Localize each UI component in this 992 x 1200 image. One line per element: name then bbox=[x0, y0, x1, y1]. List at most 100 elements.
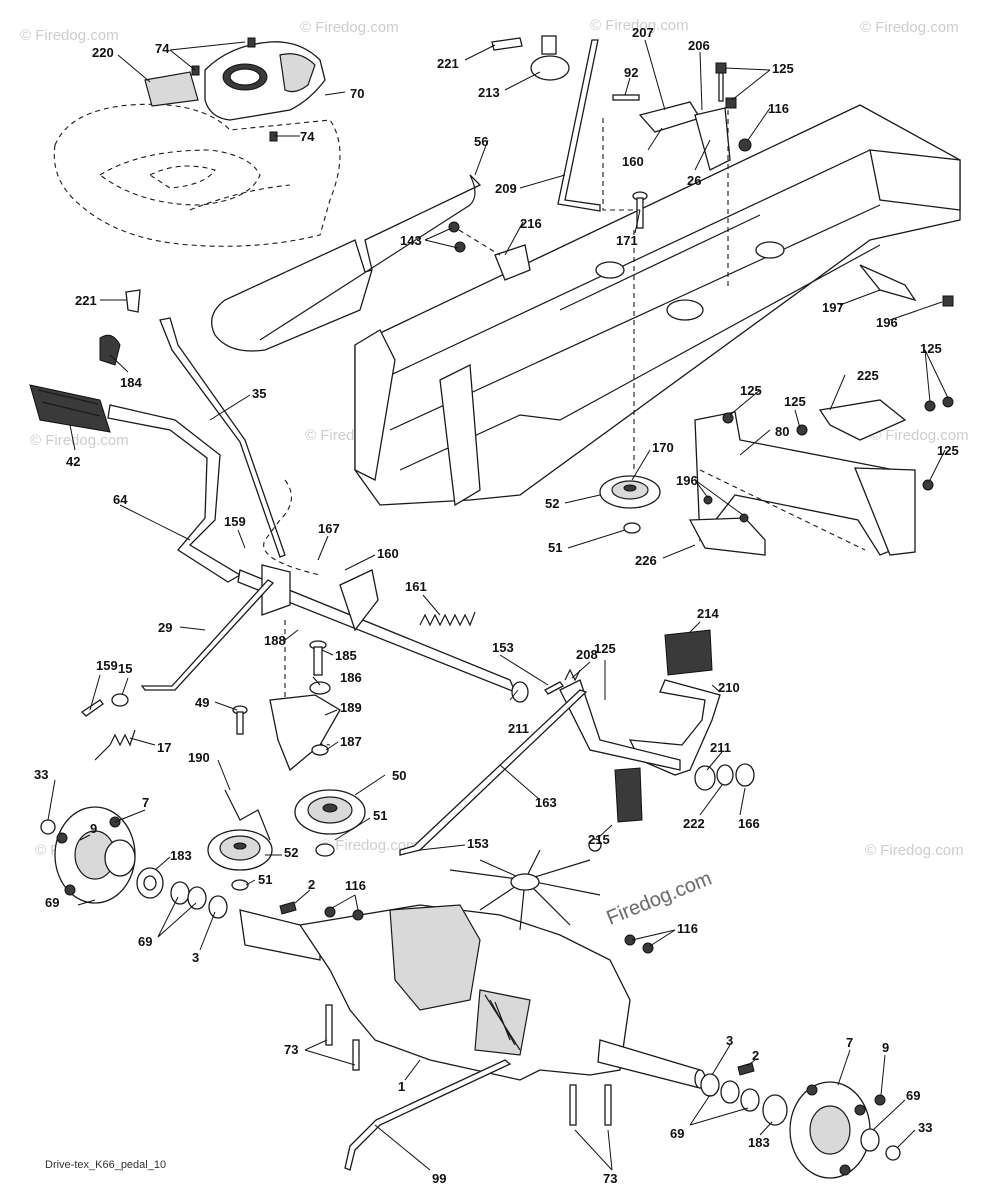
callout-125: 125 bbox=[772, 61, 794, 76]
callout-220: 220 bbox=[92, 45, 114, 60]
callout-209: 209 bbox=[495, 181, 517, 196]
callout-64: 64 bbox=[113, 492, 128, 507]
callout-166: 166 bbox=[738, 816, 760, 831]
plate-225 bbox=[818, 399, 907, 441]
callout-125: 125 bbox=[784, 394, 806, 409]
callout-9: 9 bbox=[90, 821, 97, 836]
callout-50: 50 bbox=[392, 768, 406, 783]
callout-35: 35 bbox=[252, 386, 266, 401]
callout-207: 207 bbox=[632, 25, 654, 40]
lock-215 bbox=[588, 767, 643, 852]
callout-74: 74 bbox=[300, 129, 315, 144]
pulley-50 bbox=[294, 789, 366, 857]
callout-7: 7 bbox=[142, 795, 149, 810]
washer-187 bbox=[311, 744, 329, 756]
callout-51: 51 bbox=[258, 872, 272, 887]
callout-222: 222 bbox=[683, 816, 705, 831]
bolt-49 bbox=[232, 705, 248, 735]
callout-99: 99 bbox=[432, 1171, 446, 1186]
fan bbox=[449, 849, 601, 931]
callout-29: 29 bbox=[158, 620, 172, 635]
decal-220 bbox=[144, 71, 199, 107]
dash-console-70 bbox=[204, 41, 326, 121]
callout-189: 189 bbox=[340, 700, 362, 715]
drive-belt-56 bbox=[211, 174, 482, 352]
hub-7-right bbox=[789, 1081, 871, 1179]
spring-190 bbox=[224, 789, 271, 841]
pin-92 bbox=[612, 94, 640, 101]
bracket-pedal bbox=[261, 564, 379, 632]
rod-29 bbox=[140, 579, 275, 691]
retainer-33-right bbox=[885, 1145, 901, 1161]
callout-170: 170 bbox=[652, 440, 674, 455]
callout-7: 7 bbox=[846, 1035, 853, 1050]
callout-216: 216 bbox=[520, 216, 542, 231]
callout-225: 225 bbox=[857, 368, 879, 383]
watermark-center: Firedog.com bbox=[604, 868, 715, 930]
watermark: © Firedog.com bbox=[860, 19, 959, 36]
watermark: © Firedog.com bbox=[20, 27, 119, 44]
callout-210: 210 bbox=[718, 680, 740, 695]
dashed-vertical bbox=[458, 110, 866, 551]
bracket-226 bbox=[688, 517, 766, 556]
hood-outline bbox=[53, 103, 341, 247]
callout-17: 17 bbox=[157, 740, 171, 755]
key-221-left bbox=[125, 289, 141, 313]
spacer-183-left bbox=[143, 875, 157, 891]
watermark: © Firedog.com bbox=[300, 19, 399, 36]
callout-167: 167 bbox=[318, 521, 340, 536]
key-2-right bbox=[737, 1062, 755, 1076]
spacer-186 bbox=[309, 681, 331, 695]
pivot-right bbox=[559, 679, 681, 771]
callout-labels: 220 74 70 74 221 213 207 206 125 92 116 … bbox=[34, 25, 959, 1186]
pulley-52-upper bbox=[599, 475, 661, 534]
frame bbox=[354, 104, 961, 507]
callout-73: 73 bbox=[603, 1171, 617, 1186]
callout-171: 171 bbox=[616, 233, 638, 248]
retainer-33-left bbox=[40, 819, 56, 835]
callout-92: 92 bbox=[624, 65, 638, 80]
pedal-pad-42 bbox=[29, 384, 111, 433]
callout-206: 206 bbox=[688, 38, 710, 53]
pin-153 bbox=[544, 681, 564, 695]
callout-73: 73 bbox=[284, 1042, 298, 1057]
callout-226: 226 bbox=[635, 553, 657, 568]
rod-163 bbox=[399, 689, 588, 856]
hub-7-left bbox=[54, 806, 136, 904]
callout-188: 188 bbox=[264, 633, 286, 648]
callout-125: 125 bbox=[937, 443, 959, 458]
bolt-196-right bbox=[942, 295, 954, 307]
rod-35 bbox=[159, 317, 286, 558]
callout-2: 2 bbox=[752, 1048, 759, 1063]
callout-125: 125 bbox=[920, 341, 942, 356]
nut-9-right bbox=[874, 1094, 886, 1106]
bolt-171 bbox=[632, 191, 648, 229]
lift-rod-209 bbox=[557, 39, 601, 212]
callout-196: 196 bbox=[876, 315, 898, 330]
callout-116: 116 bbox=[345, 878, 366, 893]
callout-9: 9 bbox=[882, 1040, 889, 1055]
callout-187: 187 bbox=[340, 734, 362, 749]
callout-153: 153 bbox=[492, 640, 514, 655]
diagram-code: Drive-tex_K66_pedal_10 bbox=[45, 1159, 166, 1171]
callout-185: 185 bbox=[335, 648, 357, 663]
key-2-left bbox=[279, 901, 297, 915]
callout-143: 143 bbox=[400, 233, 422, 248]
callout-184: 184 bbox=[120, 375, 142, 390]
callout-183: 183 bbox=[748, 1135, 770, 1150]
callout-186: 186 bbox=[340, 670, 362, 685]
callout-160: 160 bbox=[377, 546, 399, 561]
callout-2: 2 bbox=[308, 877, 315, 892]
pulley-52-lower bbox=[207, 829, 273, 891]
pin-159-left bbox=[80, 699, 104, 717]
callout-197: 197 bbox=[822, 300, 844, 315]
bolt-185 bbox=[309, 640, 327, 676]
callout-52: 52 bbox=[545, 496, 559, 511]
bolts-73 bbox=[325, 1004, 612, 1126]
spring-208 bbox=[564, 668, 581, 682]
callout-3: 3 bbox=[192, 950, 199, 965]
callout-160: 160 bbox=[622, 154, 644, 169]
callout-52: 52 bbox=[284, 845, 298, 860]
washer-15 bbox=[111, 693, 129, 707]
